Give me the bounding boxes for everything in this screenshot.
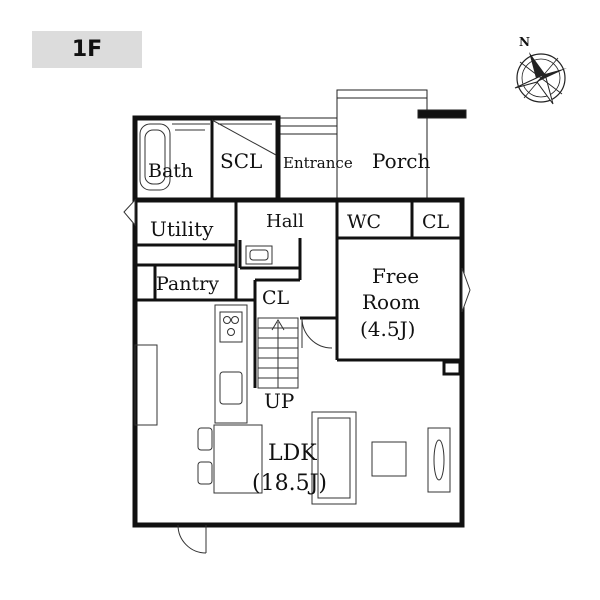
room-label-pantry: Pantry	[156, 273, 219, 295]
kitchen-counter	[214, 304, 248, 424]
coffee-table	[371, 441, 407, 477]
room-label-free-line2: Room	[362, 290, 420, 314]
door-swings	[123, 198, 471, 554]
room-label-cl-top: CL	[422, 211, 450, 233]
room-label-cl-mid: CL	[262, 287, 290, 309]
room-label-free-size: (4.5J)	[360, 317, 415, 341]
room-label-ldk: LDK	[268, 441, 317, 466]
left-window	[134, 344, 158, 426]
staircase	[257, 317, 299, 389]
room-label-porch: Porch	[372, 149, 430, 173]
room-label-bath: Bath	[148, 160, 193, 182]
shoe-closet-shelf	[211, 119, 277, 156]
wash-basin-icon	[245, 245, 273, 265]
room-label-utility: Utility	[150, 217, 214, 241]
room-label-hall: Hall	[266, 211, 304, 232]
room-label-entrance: Entrance	[283, 154, 353, 172]
room-label-wc: WC	[347, 211, 381, 233]
compass-north-label: N	[519, 35, 530, 49]
bathtub-icon	[139, 123, 210, 191]
tv-stand	[427, 427, 451, 493]
room-label-free-line1: Free	[372, 264, 419, 288]
stair-up-label: UP	[264, 389, 294, 413]
room-label-ldk-size: (18.5J)	[252, 471, 327, 496]
room-label-scl: SCL	[220, 149, 262, 173]
compass-icon: N	[514, 35, 567, 105]
floor-label: 1F	[32, 31, 142, 68]
sofa	[311, 411, 357, 505]
porch-outline	[278, 89, 467, 201]
dining-table	[197, 424, 263, 494]
interior-walls	[135, 118, 462, 388]
